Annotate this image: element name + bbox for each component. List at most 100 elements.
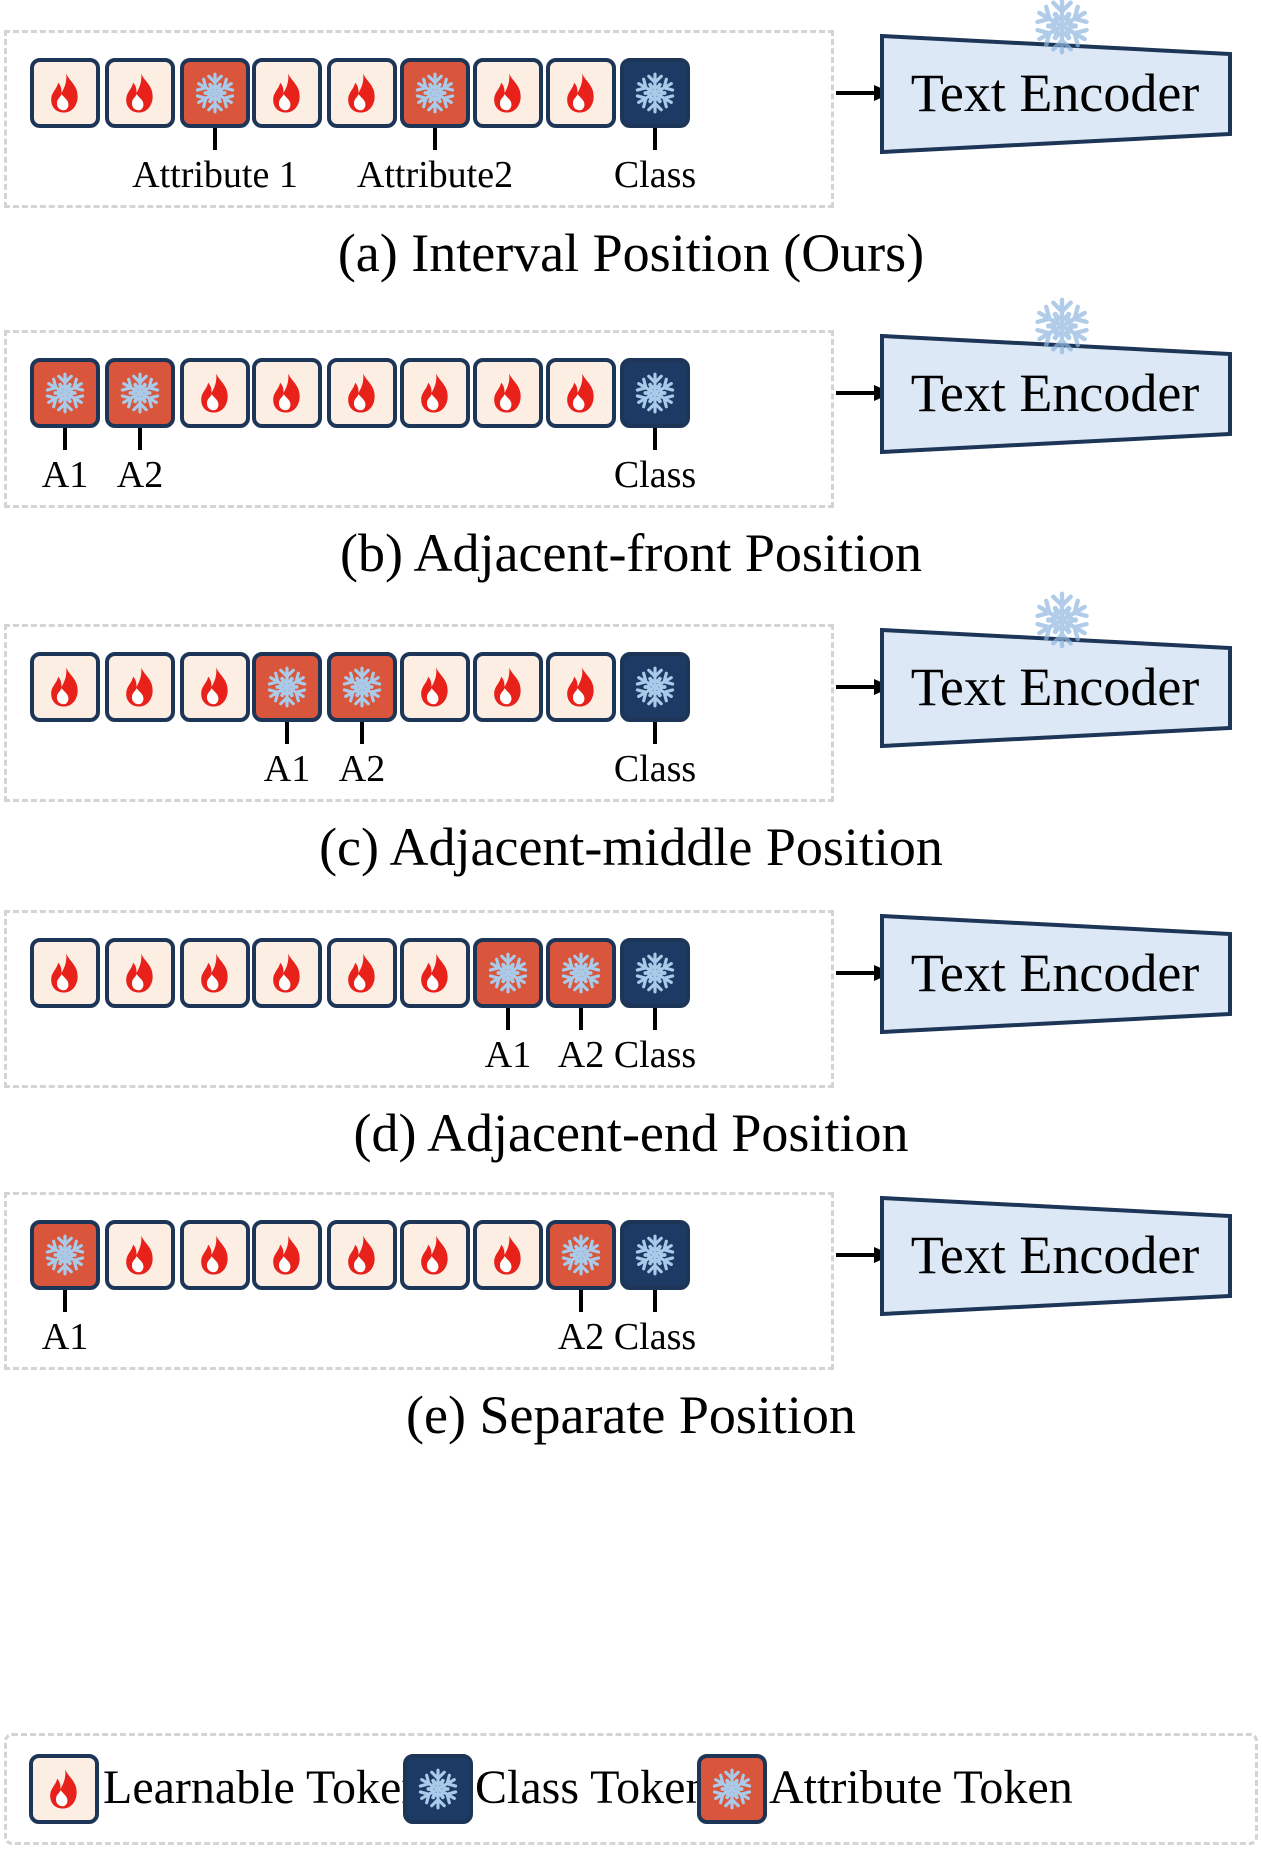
label-connector [506, 1008, 510, 1030]
class-token [620, 358, 690, 428]
panel-caption: (a) Interval Position (Ours) [337, 223, 925, 283]
attribute-token [473, 938, 543, 1008]
label-connector [433, 128, 437, 150]
legend-learnable-token [29, 1754, 99, 1824]
text-encoder-label: Text Encoder [910, 63, 1200, 123]
label-connector [653, 428, 657, 450]
token-label: A2 [557, 1316, 605, 1358]
flame-icon [42, 70, 88, 116]
flame-icon [264, 1232, 310, 1278]
token-label: Class [613, 1034, 697, 1076]
label-connector [653, 128, 657, 150]
learnable-token [546, 58, 616, 128]
learnable-token [327, 1220, 397, 1290]
panel-caption: (e) Separate Position [406, 1385, 856, 1445]
snowflake-icon [42, 1232, 88, 1278]
token-label: Attribute 1 [132, 154, 298, 196]
snowflake-icon [709, 1766, 755, 1812]
attribute-token [105, 358, 175, 428]
flame-icon [558, 70, 604, 116]
snowflake-icon [632, 70, 678, 116]
flame-icon [42, 950, 88, 996]
attribute-token [252, 652, 322, 722]
token-label: Class [613, 748, 697, 790]
learnable-token [400, 938, 470, 1008]
learnable-token [30, 938, 100, 1008]
text-encoder: Text Encoder [880, 898, 1240, 1048]
panel-caption: (c) Adjacent-middle Position [319, 817, 943, 877]
text-encoder: Text Encoder [880, 0, 1240, 168]
snowflake-icon [42, 370, 88, 416]
learnable-token [400, 652, 470, 722]
flame-icon [339, 950, 385, 996]
frozen-encoder-snowflake-icon [1030, 588, 1094, 652]
label-connector [138, 428, 142, 450]
panel-caption: (b) Adjacent-front Position [340, 523, 922, 583]
attribute-token [180, 58, 250, 128]
learnable-token [105, 58, 175, 128]
learnable-token [105, 1220, 175, 1290]
legend-class-label: Class Token [475, 1761, 710, 1814]
flame-icon [264, 950, 310, 996]
text-encoder: Text Encoder [880, 591, 1240, 762]
flame-icon [485, 370, 531, 416]
token-label: A1 [41, 454, 89, 496]
text-encoder-label: Text Encoder [910, 943, 1200, 1003]
token-sequence-box [4, 1192, 834, 1370]
legend-class-token [403, 1754, 473, 1824]
token-label: A2 [116, 454, 164, 496]
flame-icon [412, 1232, 458, 1278]
label-connector [653, 1008, 657, 1030]
learnable-token [252, 58, 322, 128]
flame-icon [485, 664, 531, 710]
flame-icon [558, 370, 604, 416]
flame-icon [339, 370, 385, 416]
snowflake-icon [558, 1232, 604, 1278]
learnable-token [473, 1220, 543, 1290]
learnable-token [327, 58, 397, 128]
snowflake-icon [558, 950, 604, 996]
snowflake-icon [264, 664, 310, 710]
snowflake-icon [632, 1232, 678, 1278]
class-token [620, 938, 690, 1008]
snowflake-icon [632, 950, 678, 996]
text-encoder: Text Encoder [880, 297, 1240, 468]
flame-icon [485, 1232, 531, 1278]
flame-icon [412, 370, 458, 416]
flame-icon [192, 370, 238, 416]
legend-attribute-token [697, 1754, 767, 1824]
learnable-token [473, 58, 543, 128]
learnable-token [180, 652, 250, 722]
snowflake-icon [339, 664, 385, 710]
token-label: A2 [338, 748, 386, 790]
learnable-token [473, 358, 543, 428]
flame-icon [485, 70, 531, 116]
label-connector [285, 722, 289, 744]
learnable-token [30, 652, 100, 722]
token-label: Class [613, 1316, 697, 1358]
learnable-token [252, 938, 322, 1008]
flame-icon [264, 70, 310, 116]
label-connector [653, 1290, 657, 1312]
flame-icon [192, 950, 238, 996]
learnable-token [400, 1220, 470, 1290]
token-label: Attribute2 [356, 154, 514, 196]
learnable-token [546, 652, 616, 722]
flame-icon [117, 950, 163, 996]
attribute-token [327, 652, 397, 722]
text-encoder-label: Text Encoder [910, 363, 1200, 423]
label-connector [63, 428, 67, 450]
label-connector [63, 1290, 67, 1312]
panel-caption: (d) Adjacent-end Position [353, 1103, 909, 1163]
flame-icon [41, 1766, 87, 1812]
snowflake-icon [632, 370, 678, 416]
label-connector [213, 128, 217, 150]
learnable-token [180, 938, 250, 1008]
class-token [620, 1220, 690, 1290]
label-connector [579, 1008, 583, 1030]
flame-icon [117, 664, 163, 710]
